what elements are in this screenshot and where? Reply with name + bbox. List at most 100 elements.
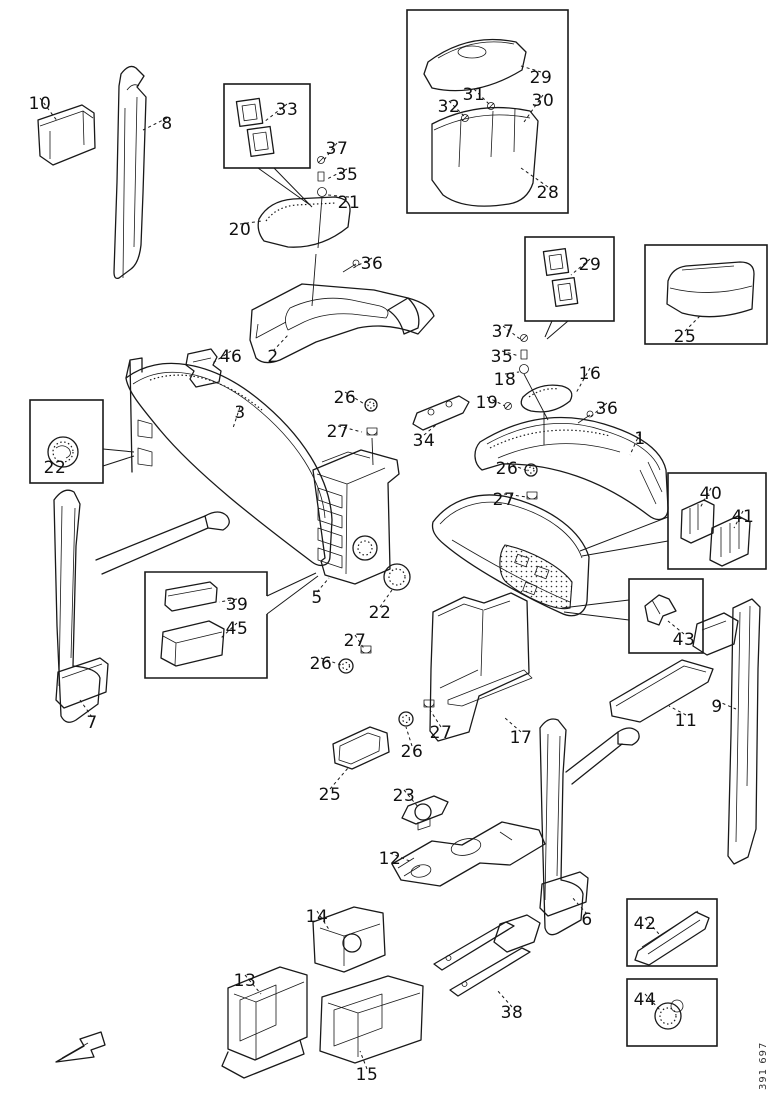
callout-28: 28 <box>537 183 560 203</box>
detail-box-39-45 <box>144 571 319 679</box>
part-4-cluster-hood <box>431 494 590 617</box>
direction-arrow-icon <box>55 1031 106 1063</box>
footer-print-code: 391 697 <box>758 1042 769 1090</box>
part-34-bracket <box>412 395 470 431</box>
detail-box-44 <box>626 978 718 1047</box>
cap-27-icon <box>366 427 378 436</box>
callout-44: 44 <box>634 990 657 1010</box>
leader-line-3 <box>232 406 241 429</box>
leader-line-16 <box>575 367 591 394</box>
detail-box-43 <box>561 578 704 654</box>
part-33-clips <box>235 97 275 158</box>
callout-29: 29 <box>579 255 602 275</box>
fastener-pair-c <box>338 645 372 674</box>
detail-box-28-32 <box>406 9 569 214</box>
callout-34: 34 <box>413 431 436 451</box>
leader-line-25 <box>329 767 349 790</box>
leader-line-2 <box>272 333 290 352</box>
callout-37: 37 <box>492 322 515 342</box>
detail-box-42 <box>626 898 718 967</box>
fastener-pair-a <box>364 398 378 466</box>
callout-7: 7 <box>86 713 97 733</box>
callout-3: 3 <box>234 403 245 423</box>
callout-13: 13 <box>234 971 257 991</box>
leader-line-26 <box>344 391 367 406</box>
cap-27-icon <box>360 645 372 654</box>
callout-38: 38 <box>501 1003 524 1023</box>
part-39-blank-plate <box>164 581 218 612</box>
callout-19: 19 <box>476 393 499 413</box>
sleeve-35-icon <box>317 171 325 182</box>
part-29-clips <box>542 247 579 308</box>
part-40-switch-blank <box>680 499 715 544</box>
callout-14: 14 <box>306 907 329 927</box>
part-15-frame <box>319 975 424 1064</box>
part-11-sill-strip <box>609 659 714 723</box>
leader-line-20 <box>239 220 263 225</box>
part-10-pocket <box>37 104 96 166</box>
callout-8: 8 <box>161 114 172 134</box>
leader-line-26 <box>506 462 529 472</box>
callout-25: 25 <box>674 327 697 347</box>
callout-41: 41 <box>732 507 755 527</box>
part-12-bracket-plate <box>391 821 546 887</box>
leader-line-34 <box>423 424 437 436</box>
callout-39: 39 <box>226 595 249 615</box>
grab-handle-end <box>617 727 640 746</box>
part-2-tray-panel <box>249 283 435 364</box>
detail-box-29 <box>524 236 615 340</box>
leader-line-46 <box>210 350 232 365</box>
leader-line-33 <box>263 103 288 123</box>
callout-33: 33 <box>276 100 299 120</box>
leader-line-31 <box>473 88 492 107</box>
part-25-armrest <box>666 261 755 318</box>
callout-36: 36 <box>361 254 384 274</box>
leader-line-38 <box>496 989 513 1008</box>
cap-27-icon <box>526 491 538 500</box>
callout-40: 40 <box>700 484 723 504</box>
part-6-pillar-trim <box>539 718 640 936</box>
leader-line-35 <box>326 168 348 180</box>
grab-handle-end <box>204 511 230 531</box>
sleeve-35-icon <box>520 349 528 360</box>
cap-27-icon <box>423 699 435 708</box>
callout-26: 26 <box>401 742 424 762</box>
leader-line-13 <box>244 974 262 995</box>
leader-line-12 <box>389 852 413 863</box>
callout-43: 43 <box>673 630 696 650</box>
callout-16: 16 <box>579 364 602 384</box>
callout-2: 2 <box>267 347 278 367</box>
leader-line-25 <box>684 314 702 332</box>
callout-9: 9 <box>711 697 722 717</box>
leader-line-35 <box>501 350 520 357</box>
part-13-box <box>221 966 308 1079</box>
callout-26: 26 <box>310 654 333 674</box>
detail-box-25 <box>644 244 768 345</box>
callout-27: 27 <box>430 723 453 743</box>
callout-27: 27 <box>327 422 350 442</box>
screw-32-icon <box>461 114 469 122</box>
part-29-lid <box>423 38 527 92</box>
callout-31: 31 <box>463 85 486 105</box>
part-3-defroster-panel <box>125 357 333 567</box>
leader-line-27 <box>337 425 363 433</box>
callout-23: 23 <box>393 786 416 806</box>
screw-36-icon <box>342 259 360 273</box>
grommet-21-icon <box>317 187 327 197</box>
leader-line-32 <box>448 100 466 118</box>
leader-line-1 <box>629 432 641 456</box>
callout-26: 26 <box>334 388 357 408</box>
fastener-pair-d <box>398 699 435 727</box>
part-8-a-pillar-trim <box>113 65 147 280</box>
part-14-gauge-panel <box>312 906 386 973</box>
callout-12: 12 <box>379 849 402 869</box>
part-38-rails <box>433 914 541 997</box>
leader-line-18 <box>504 371 520 375</box>
grommet-26-icon <box>364 398 378 412</box>
callout-37: 37 <box>326 139 349 159</box>
callout-21: 21 <box>338 193 361 213</box>
leader-line-36 <box>588 402 608 419</box>
detail-box-22 <box>29 399 135 484</box>
